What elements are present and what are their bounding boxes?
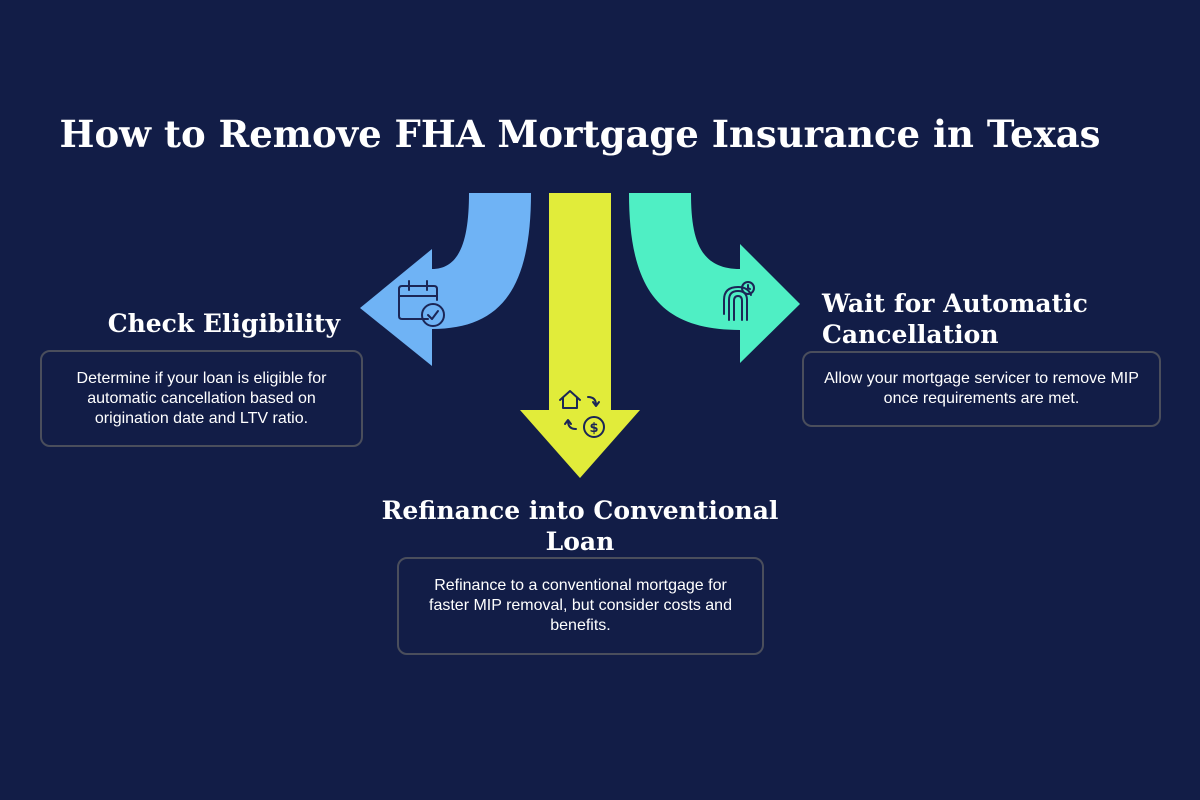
description-refinance: Refinance to a conventional mortgage for…	[429, 577, 732, 634]
heading-wait-automatic-cancellation: Wait for Automatic Cancellation	[822, 289, 1088, 349]
left-arrow-body	[360, 193, 531, 366]
finger-tap-clock-icon	[723, 281, 755, 321]
description-box-wait-automatic-cancellation: Allow your mortgage servicer to remove M…	[802, 351, 1161, 427]
description-box-check-eligibility: Determine if your loan is eligible for a…	[40, 350, 363, 447]
right-arrow-body	[629, 193, 800, 363]
page-title: How to Remove FHA Mortgage Insurance in …	[59, 112, 1101, 156]
svg-text:$: $	[589, 421, 598, 436]
right-arrow	[629, 193, 800, 363]
description-box-refinance: Refinance to a conventional mortgage for…	[397, 557, 764, 655]
house-dollar-exchange-icon: $	[559, 390, 605, 438]
description-wait-automatic-cancellation: Allow your mortgage servicer to remove M…	[824, 370, 1139, 407]
center-arrow: $	[520, 193, 640, 478]
heading-check-eligibility: Check Eligibility	[107, 309, 340, 338]
description-check-eligibility: Determine if your loan is eligible for a…	[76, 369, 327, 427]
center-arrow-body	[520, 193, 640, 478]
heading-refinance: Refinance into Conventional Loan	[381, 496, 779, 556]
left-arrow	[360, 193, 531, 366]
calendar-check-icon	[398, 280, 445, 327]
